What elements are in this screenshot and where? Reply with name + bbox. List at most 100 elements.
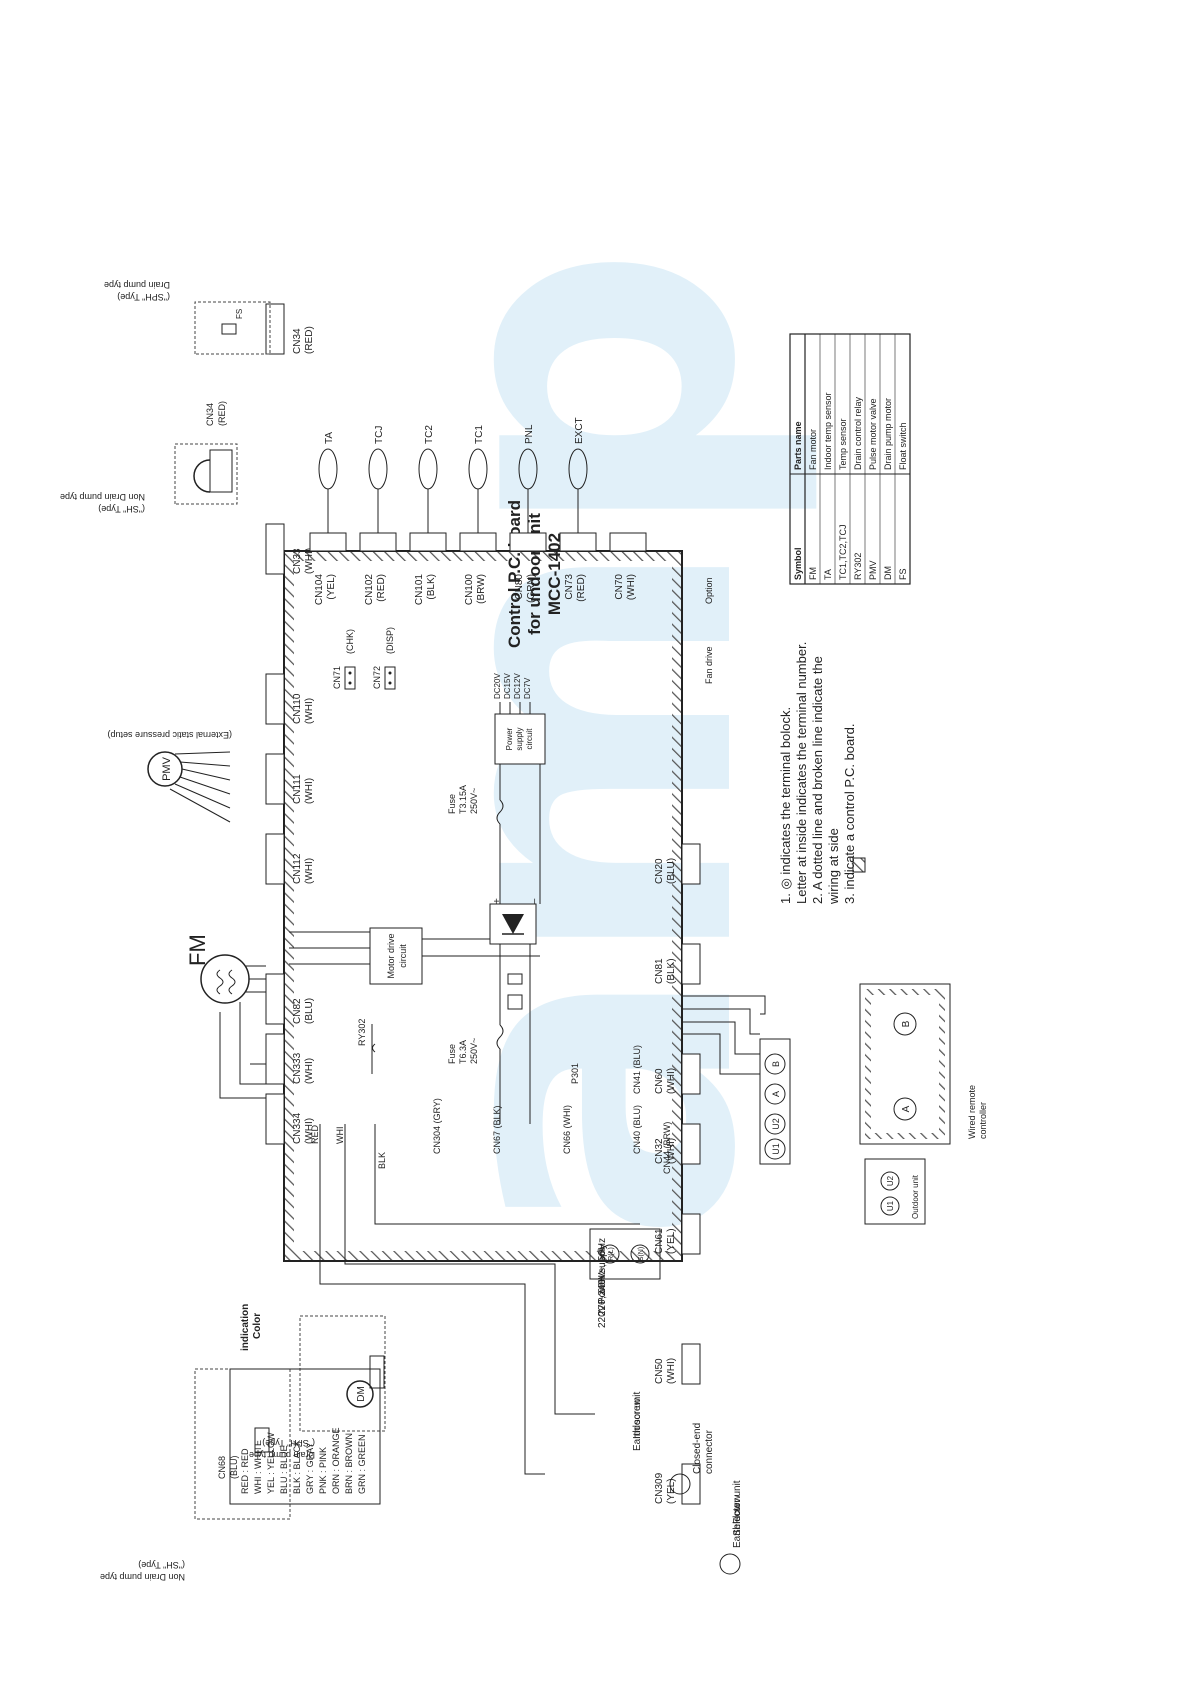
color-row: ORN : ORANGE [331, 1427, 341, 1494]
bottom-connector-color: (YEL) [666, 1478, 677, 1504]
top-connector-label: CN34 [292, 328, 303, 354]
flow-3: Earth screw [732, 1494, 743, 1548]
fuse-b-icon [496, 1024, 504, 1050]
note-line: 3. indicate a control P.C. board. [842, 724, 857, 904]
right-connector-cn100 [459, 532, 497, 552]
power-wires [319, 1124, 640, 1475]
motor-drive-label-2: circuit [398, 944, 408, 968]
parts-name: Pulse motor valve [868, 398, 878, 470]
top-connector-color: (RED) [304, 326, 315, 354]
board-title-3: MCC-1402 [545, 533, 564, 615]
top-connector-cn334 [265, 1093, 285, 1145]
top-connector-color: (WHI) [304, 1118, 315, 1144]
top-connector-cn34 [265, 303, 285, 355]
u2-label: U2 [771, 1118, 781, 1130]
bottom-connector-color: (YEL) [666, 1228, 677, 1254]
fuse-b-label-1: Fuse [447, 1044, 457, 1064]
closed-end-1: Closed-end [692, 1423, 703, 1474]
dc15v: DC15V [503, 673, 512, 699]
right-connector-group: CN104(YEL)CN102(RED)CN101(BLK)CN100(BRW)… [309, 532, 647, 606]
whi-wire-label: WHI [335, 1127, 345, 1145]
top-connector-group: CN334(WHI)CN333(WHI)CN82(BLU)CN112(WHI)C… [265, 303, 315, 1145]
outdoor-u1: U1 [886, 1200, 895, 1211]
left-connector-label: CN304 (GRY) [432, 1098, 442, 1154]
color-row: BLU : BLUE [279, 1445, 289, 1494]
bottom-connector-cn61 [681, 1213, 701, 1255]
cn68-sh-color: (BLU) [229, 1455, 239, 1479]
parts-name: Drain control relay [853, 396, 863, 470]
bottom-connector-label: CN60 [654, 1068, 665, 1094]
left-connector-label: CN40 (BLU) [632, 1105, 642, 1154]
left-connector-label: CN66 (WHI) [562, 1105, 572, 1154]
parts-symbol: DM [883, 566, 893, 580]
pmv-label: PMV [161, 756, 173, 781]
right-connector-cn101 [409, 532, 447, 552]
bottom-connector-color: (WHI) [666, 1138, 677, 1164]
non-drain-b-2: ("SH" Type) [138, 1560, 185, 1570]
top-connector-color: (WHI) [304, 548, 315, 574]
psu-label-2: 220-240V~, 50Hz [597, 1238, 608, 1316]
top-connector-label: CN112 [292, 853, 303, 884]
color-row: RED : RED [240, 1448, 250, 1494]
indoor-earth-1: Indoor unit [632, 1392, 643, 1439]
color-row: WHI : WHITE [253, 1440, 263, 1494]
right-connector-label: CN70 [614, 574, 625, 600]
sensor-icon [368, 448, 388, 490]
right-connector-color: (WHI) [626, 574, 637, 600]
pc-board-border [283, 550, 683, 1262]
bottom-connector-label: CN50 [654, 1358, 665, 1384]
outdoor-label: Outdoor unit [911, 1174, 920, 1219]
pmv-wires [169, 751, 231, 823]
top-connector-cn111 [265, 753, 285, 805]
fuse-a-label-2: T3.15A [458, 785, 468, 814]
bottom-connector-label: CN20 [654, 858, 665, 884]
sensor-icon [418, 448, 438, 490]
right-connector-cn80 [509, 532, 547, 552]
top-connector-color: (BLU) [304, 998, 315, 1024]
cn71-jumper [344, 666, 356, 690]
sensor-icon [518, 448, 538, 490]
color-row: BRN : BROWN [344, 1433, 354, 1494]
psu-label-1: Power supply [597, 1244, 608, 1304]
power-label-1: Power [505, 727, 514, 750]
drain-b-1: Drain pump type [249, 1450, 315, 1460]
sensor-label: TC2 [424, 425, 435, 444]
right-connector-label: CN80 [514, 574, 525, 600]
flow-2: Selector unit [732, 1480, 743, 1536]
parts-name: Float switch [898, 422, 908, 470]
hatch-legend-icon [852, 857, 866, 873]
parts-header-symbol: Symbol [793, 547, 803, 580]
note-line: wiring at side [826, 828, 841, 905]
left-connector-label: CN41 (BLU) [632, 1045, 642, 1094]
psu-label-3: 220V~, 60Hz [597, 1270, 608, 1328]
note-line: Letter at inside indicates the terminal … [794, 642, 809, 904]
power-label-3: circuit [525, 728, 534, 750]
top-connector-cn333 [265, 1033, 285, 1085]
parts-symbol: FM [808, 567, 818, 580]
remote-a-label: A [901, 1105, 912, 1112]
sensor-icon [568, 448, 588, 490]
bottom-connector-cn32 [681, 1123, 701, 1165]
plus-sign: + [492, 898, 503, 904]
red-wire-label: RED [310, 1124, 320, 1144]
flow-1: Flow [732, 1502, 743, 1524]
sensor-icon [468, 448, 488, 490]
top-connector-cn110 [265, 673, 285, 725]
right-connector-label: CN73 [564, 574, 575, 600]
right-connector-color: (BRW) [476, 574, 487, 604]
right-connector-cn102 [359, 532, 397, 552]
remote-terminal-block [759, 1038, 791, 1165]
parts-name: Temp sensor [838, 418, 848, 470]
bottom-connector-color: (BLK) [666, 958, 677, 984]
note-line: 2. A dotted line and broken line indicat… [810, 656, 825, 904]
non-drain-b-1: Non Drain pump type [100, 1572, 185, 1582]
drain-a-box [194, 301, 271, 355]
color-indication-title-1: Color [252, 1313, 263, 1339]
power-terminal-block [589, 1228, 661, 1280]
right-connector-label: CN101 [414, 574, 425, 606]
